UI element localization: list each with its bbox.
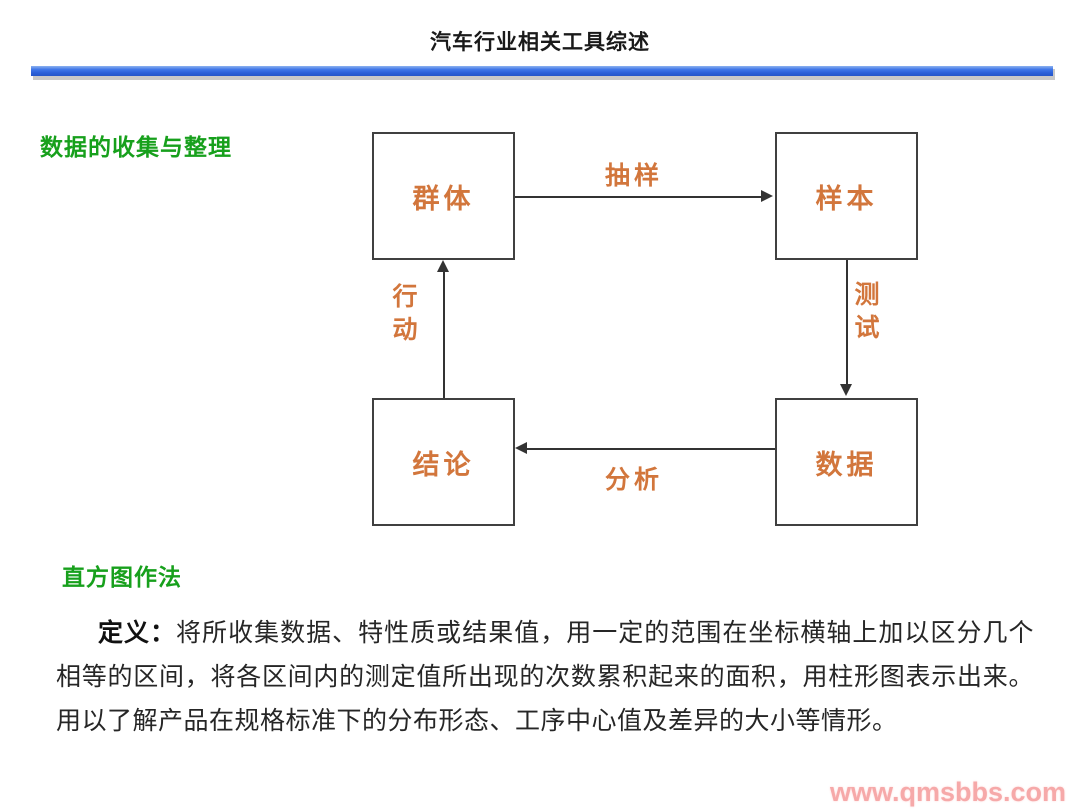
diagram-node-conclusion-label: 结论 — [412, 449, 475, 480]
site-watermark: www.qmsbbs.com — [829, 777, 1066, 807]
arrow-action-line — [443, 272, 445, 398]
arrow-test-line — [846, 260, 848, 386]
definition-separator: ： — [150, 620, 177, 647]
diagram-node-data-label: 数据 — [815, 449, 878, 480]
arrow-test-head-icon — [840, 384, 852, 396]
page-title: 汽车行业相关工具综述 — [430, 31, 650, 54]
diagram-node-population-label: 群体 — [412, 183, 475, 214]
definition-body: 将所收集数据、特性质或结果值，用一定的范围在坐标横轴上加以区分几个相等的区间，将… — [56, 620, 1034, 735]
diagram-node-conclusion: 结论 — [372, 398, 515, 526]
edge-label-test: 测试 — [854, 282, 880, 342]
arrow-action-head-icon — [437, 260, 449, 272]
section-heading-histogram: 直方图作法 — [62, 565, 182, 590]
section-heading-data-collection: 数据的收集与整理 — [40, 134, 232, 160]
edge-label-analysis: 分析 — [605, 467, 664, 494]
diagram-node-population: 群体 — [372, 132, 515, 260]
data-collection-cycle-diagram: 群体 样本 数据 结论 抽样 测试 分析 行动 — [340, 120, 960, 540]
slide-header: 汽车行业相关工具综述 — [0, 0, 1080, 82]
arrow-analysis-head-icon — [515, 442, 527, 454]
histogram-definition-paragraph: 定义：将所收集数据、特性质或结果值，用一定的范围在坐标横轴上加以区分几个相等的区… — [56, 612, 1034, 744]
diagram-node-sample: 样本 — [775, 132, 918, 260]
arrow-sampling-line — [515, 196, 763, 198]
definition-term: 定义 — [98, 620, 151, 647]
title-rule — [31, 66, 1053, 76]
arrow-analysis-line — [527, 448, 775, 450]
arrow-sampling-head-icon — [761, 190, 773, 202]
edge-label-sampling: 抽样 — [605, 163, 664, 190]
edge-label-action: 行动 — [392, 284, 418, 344]
diagram-node-data: 数据 — [775, 398, 918, 526]
diagram-node-sample-label: 样本 — [815, 183, 878, 214]
